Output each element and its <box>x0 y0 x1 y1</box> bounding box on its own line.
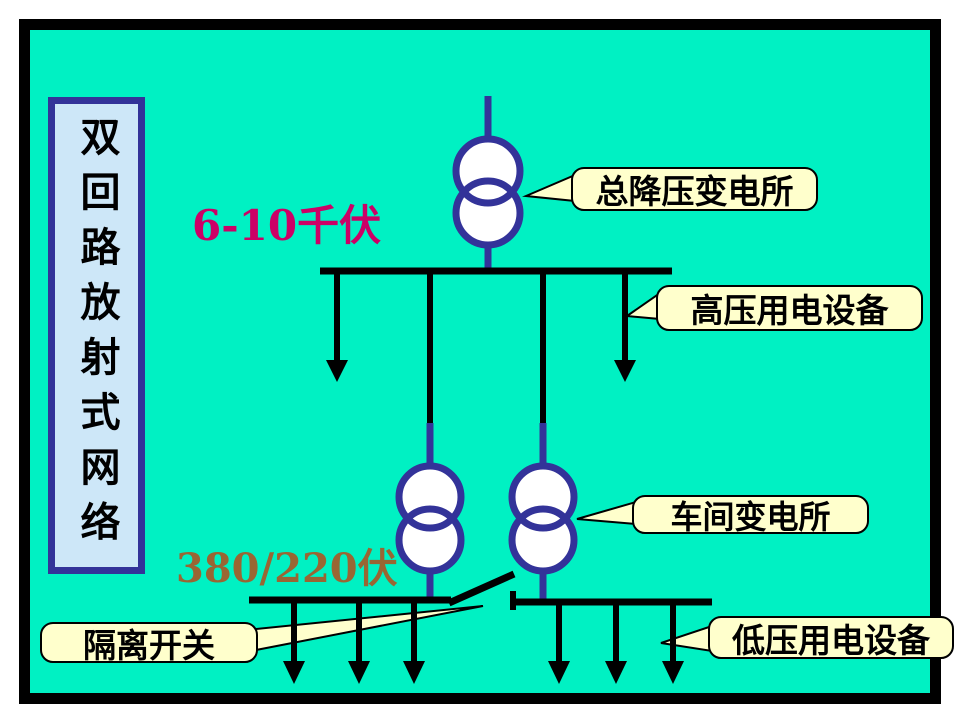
lv-load-arrow <box>662 602 684 684</box>
title-text: 双回路放射式网络 <box>73 115 121 556</box>
lv-load-arrow <box>548 602 570 684</box>
isolating-switch-callout: 隔离开关 <box>40 622 258 665</box>
title-panel: 双回路放射式网络 <box>48 97 145 574</box>
lv-load-arrow <box>403 600 425 684</box>
arrow-head <box>614 360 636 382</box>
lv-load-arrow <box>283 600 305 684</box>
arrow-head <box>605 661 627 684</box>
arrow-head <box>348 661 370 684</box>
lv-equipment-callout: 低压用电设备 <box>708 616 954 660</box>
transformer-circle <box>508 462 578 532</box>
transformer-circle <box>452 135 524 207</box>
workshop-substation-callout-tail <box>576 500 637 526</box>
main-substation-callout: 总降压变电所 <box>571 167 818 211</box>
workshop-transformer-icon-right <box>508 462 578 575</box>
hv-voltage-label: 6-10千伏 <box>192 201 382 250</box>
switch-blade <box>447 570 516 607</box>
hv-load-arrow <box>326 271 348 382</box>
arrow-head <box>326 360 348 382</box>
isolating-switch-callout-tail <box>255 605 484 652</box>
callout-tails <box>255 173 713 653</box>
transformer-circle <box>395 462 465 532</box>
main-transformer-icon <box>452 135 524 249</box>
lv-equipment-callout-tail <box>660 624 713 653</box>
hv-load-arrow <box>614 271 636 382</box>
lv-load-arrow <box>605 602 627 684</box>
lv-load-arrow <box>348 600 370 684</box>
arrow-head <box>548 661 570 684</box>
workshop-transformer-icon-left <box>395 462 465 575</box>
arrow-head <box>662 661 684 684</box>
lv-voltage-label: 380/220伏 <box>176 545 398 592</box>
arrow-head <box>283 661 305 684</box>
hv-equipment-callout: 高压用电设备 <box>656 285 923 331</box>
isolating-switch-icon <box>447 570 516 610</box>
workshop-substation-callout: 车间变电所 <box>632 495 869 536</box>
arrow-head <box>403 661 425 684</box>
main-substation-callout-tail <box>522 173 576 203</box>
